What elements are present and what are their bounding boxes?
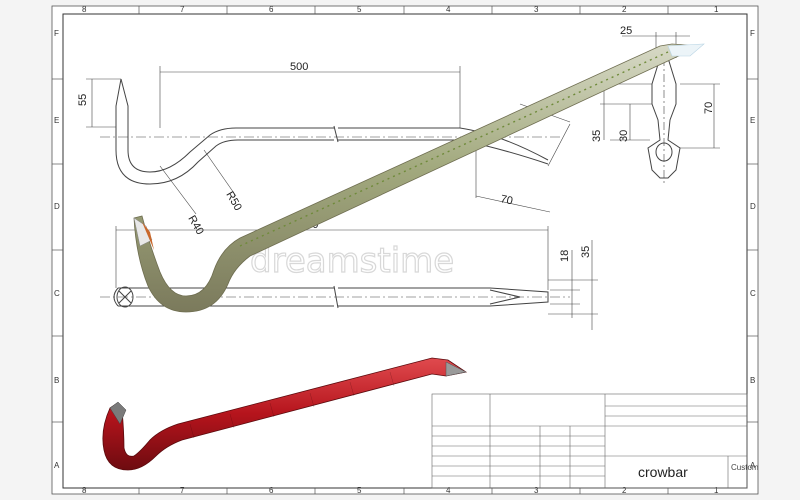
title-block-grid <box>431 393 748 489</box>
zone-row-label: D <box>54 202 60 211</box>
crowbar-render-green <box>133 43 705 313</box>
zone-row-label: D <box>750 202 756 211</box>
zone-row-label: E <box>54 116 59 125</box>
part-name: crowbar <box>638 464 688 480</box>
dim-height-18: 18 <box>559 250 571 262</box>
zone-col-label: 7 <box>180 5 185 14</box>
zone-row-labels-left: F E D C B A <box>54 29 60 470</box>
dim-height-55: 55 <box>77 94 89 106</box>
dim-height-35-front: 35 <box>580 246 592 258</box>
zone-row-label: F <box>750 29 755 38</box>
zone-col-label: 8 <box>82 486 87 495</box>
zone-row-labels-right: F E D C B A <box>750 29 756 470</box>
zone-ticks <box>52 6 758 494</box>
zone-col-label: 3 <box>534 486 539 495</box>
zone-col-label: 8 <box>82 5 87 14</box>
dim-width-25: 25 <box>620 25 632 37</box>
zone-col-label: 4 <box>446 5 451 14</box>
dim-length-500: 500 <box>290 61 308 73</box>
zone-row-label: C <box>54 289 60 298</box>
crowbar-render-red <box>102 357 468 471</box>
zone-column-labels-bottom: 8 7 6 5 4 3 2 1 <box>82 486 719 495</box>
zone-col-label: 6 <box>269 5 274 14</box>
zone-col-label: 5 <box>357 5 362 14</box>
zone-col-label: 3 <box>534 5 539 14</box>
top-view-dimension-lines <box>86 66 571 215</box>
dim-height-35-side: 35 <box>591 130 603 142</box>
title-block-note: Custom <box>731 463 759 472</box>
zone-col-label: 7 <box>180 486 185 495</box>
zone-col-label: 6 <box>269 486 274 495</box>
zone-col-label: 1 <box>714 5 719 14</box>
zone-row-label: C <box>750 289 756 298</box>
zone-row-label: B <box>750 376 755 385</box>
zone-row-label: E <box>750 116 755 125</box>
zone-col-label: 1 <box>714 486 719 495</box>
dim-height-70-side: 70 <box>703 102 715 114</box>
dim-length-70: 70 <box>499 193 513 207</box>
zone-row-label: B <box>54 376 59 385</box>
side-view-outline <box>647 57 681 186</box>
dim-height-30-side: 30 <box>618 130 630 142</box>
sheet-outer-border <box>51 5 759 495</box>
zone-col-label: 5 <box>357 486 362 495</box>
zone-row-label: F <box>54 29 59 38</box>
zone-row-label: A <box>54 461 60 470</box>
zone-column-labels-top: 8 7 6 5 4 3 2 1 <box>82 5 719 14</box>
zone-col-label: 2 <box>622 5 627 14</box>
zone-col-label: 4 <box>446 486 451 495</box>
zone-row-label: A <box>750 461 756 470</box>
sheet-inner-border <box>62 13 748 489</box>
watermark: dreamstime <box>250 241 454 281</box>
zone-col-label: 2 <box>622 486 627 495</box>
front-view-dimension-lines <box>115 226 598 330</box>
